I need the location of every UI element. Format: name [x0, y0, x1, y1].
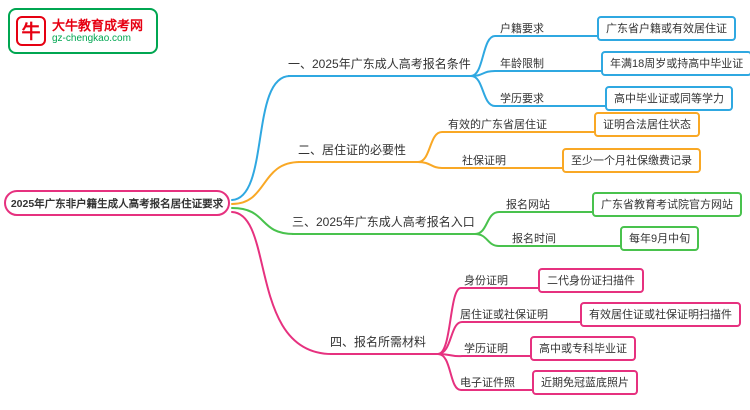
child-value-box: 广东省教育考试院官方网站 — [592, 192, 742, 217]
child-value-box: 高中或专科毕业证 — [530, 336, 636, 361]
site-logo: 牛 大牛教育成考网 gz-chengkao.com — [8, 8, 158, 54]
logo-text: 大牛教育成考网 gz-chengkao.com — [52, 18, 143, 45]
branch-label-entry: 三、2025年广东成人高考报名入口 — [292, 213, 475, 235]
child-label: 居住证或社保证明 — [460, 309, 548, 321]
child-value-box: 二代身份证扫描件 — [538, 268, 644, 293]
child-label: 身份证明 — [464, 275, 508, 287]
child-label: 电子证件照 — [460, 377, 515, 389]
root-topic: 2025年广东非户籍生成人高考报名居住证要求 — [4, 190, 230, 216]
child-value-box: 年满18周岁或持高中毕业证 — [601, 51, 750, 76]
branch-label-materials: 四、报名所需材料 — [330, 333, 438, 355]
child-label: 学历要求 — [500, 93, 544, 105]
child-label: 报名网站 — [506, 199, 550, 211]
logo-title: 大牛教育成考网 — [52, 17, 144, 33]
child-value-box: 每年9月中旬 — [620, 226, 700, 251]
child-label: 社保证明 — [462, 155, 506, 167]
child-label: 学历证明 — [464, 343, 508, 355]
child-label: 年龄限制 — [500, 58, 544, 70]
bull-icon: 牛 — [16, 16, 46, 46]
child-value-box: 有效居住证或社保证明扫描件 — [580, 302, 741, 327]
child-label: 户籍要求 — [500, 23, 544, 35]
child-value-box: 至少一个月社保缴费记录 — [562, 148, 701, 173]
child-value-box: 证明合法居住状态 — [594, 112, 700, 137]
child-label: 有效的广东省居住证 — [448, 119, 547, 131]
child-value-box: 广东省户籍或有效居住证 — [597, 16, 736, 41]
child-label: 报名时间 — [512, 233, 556, 245]
child-value-box: 近期免冠蓝底照片 — [532, 370, 638, 395]
branch-label-necessity: 二、居住证的必要性 — [298, 141, 418, 163]
logo-domain: gz-chengkao.com — [52, 32, 131, 44]
child-value-box: 高中毕业证或同等学力 — [605, 86, 733, 111]
branch-label-conditions: 一、2025年广东成人高考报名条件 — [288, 55, 471, 77]
